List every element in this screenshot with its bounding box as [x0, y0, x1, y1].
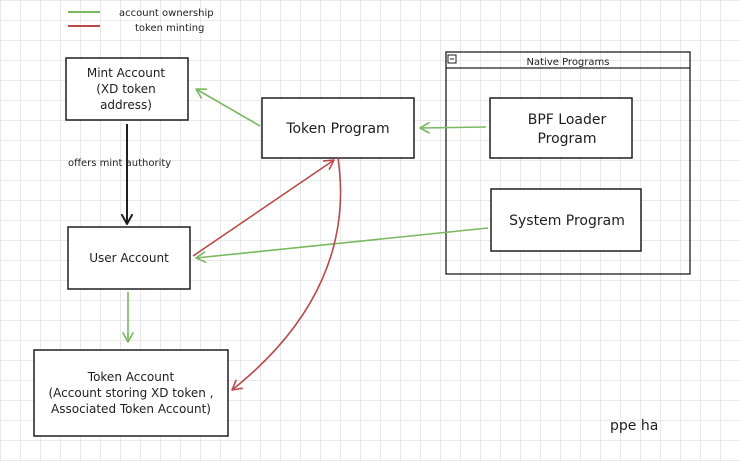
minting-edges: [192, 157, 342, 391]
mint-account-label-line2: (XD token: [96, 82, 156, 96]
mint-account-label-line3: address): [100, 98, 152, 112]
user-account-node[interactable]: User Account: [67, 226, 191, 290]
offers-mint-authority-label: offers mint authority: [68, 158, 171, 169]
system-program-node[interactable]: System Program: [490, 188, 642, 252]
edge-token-program-to-token-account: [231, 157, 342, 391]
system-program-box: [490, 188, 642, 252]
native-programs-frame[interactable]: Native Programs: [445, 51, 691, 275]
ownership-edges: [122, 88, 489, 343]
mint-account-node[interactable]: Mint Account (XD token address): [65, 57, 189, 121]
system-program-label: System Program: [509, 213, 625, 229]
edge-bpf-loader-to-token-program: [419, 122, 487, 134]
bpf-loader-label-line1: BPF Loader: [528, 112, 607, 128]
token-account-box: [33, 349, 229, 437]
token-account-label-line1: Token Account: [87, 370, 175, 384]
token-program-label: Token Program: [285, 121, 389, 137]
token-account-label-line3: Associated Token Account): [51, 402, 211, 416]
bpf-loader-program-node[interactable]: BPF Loader Program: [489, 97, 633, 159]
annotation-text: ppe ha: [610, 418, 658, 434]
legend-item-minting: token minting: [68, 23, 204, 34]
legend-item-ownership: account ownership: [68, 8, 214, 19]
token-program-node[interactable]: Token Program: [261, 97, 415, 159]
bpf-loader-box: [489, 97, 633, 159]
user-account-label: User Account: [89, 251, 169, 265]
edge-user-account-to-token-program: [192, 159, 335, 257]
user-account-box: [67, 226, 191, 290]
token-account-node[interactable]: Token Account (Account storing XD token …: [33, 349, 229, 437]
native-programs-title: Native Programs: [527, 57, 610, 68]
edge-system-program-to-user-account: [195, 227, 489, 263]
mint-account-box: [65, 57, 189, 121]
bpf-loader-label-line2: Program: [537, 131, 596, 147]
legend-ownership-label: account ownership: [119, 8, 214, 19]
mint-account-label-line1: Mint Account: [87, 66, 166, 80]
edge-token-program-to-mint-account: [195, 88, 261, 127]
legend-minting-label: token minting: [135, 23, 204, 34]
mint-authority-edge: offers mint authority: [68, 124, 171, 225]
legend: account ownership token minting: [68, 8, 214, 34]
native-programs-border: [445, 51, 691, 275]
token-account-label-line2: (Account storing XD token ,: [48, 386, 213, 400]
